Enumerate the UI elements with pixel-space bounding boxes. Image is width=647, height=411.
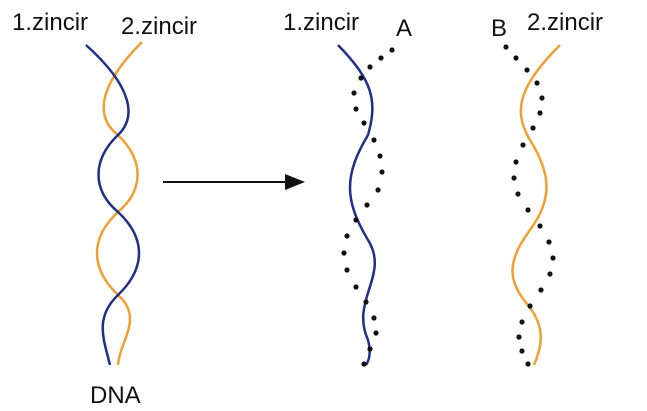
new-strand-b (503, 44, 556, 367)
daughter-dna-b (503, 44, 561, 367)
label-strand-1-middle: 1.zincir (283, 9, 359, 36)
dna-helix (85, 41, 143, 366)
label-new-strand-a: A (396, 15, 412, 42)
old-strand-1 (337, 44, 376, 366)
label-strand-1-left: 1.zincir (12, 9, 88, 36)
new-strand-a (341, 47, 395, 367)
label-dna: DNA (90, 382, 141, 409)
old-strand-2 (511, 44, 561, 366)
label-new-strand-b: B (491, 15, 507, 42)
label-strand-2-left: 2.zincir (121, 13, 197, 40)
label-strand-2-right: 2.zincir (527, 9, 603, 36)
dna-strand-1 (85, 44, 141, 366)
daughter-dna-a (337, 44, 395, 367)
